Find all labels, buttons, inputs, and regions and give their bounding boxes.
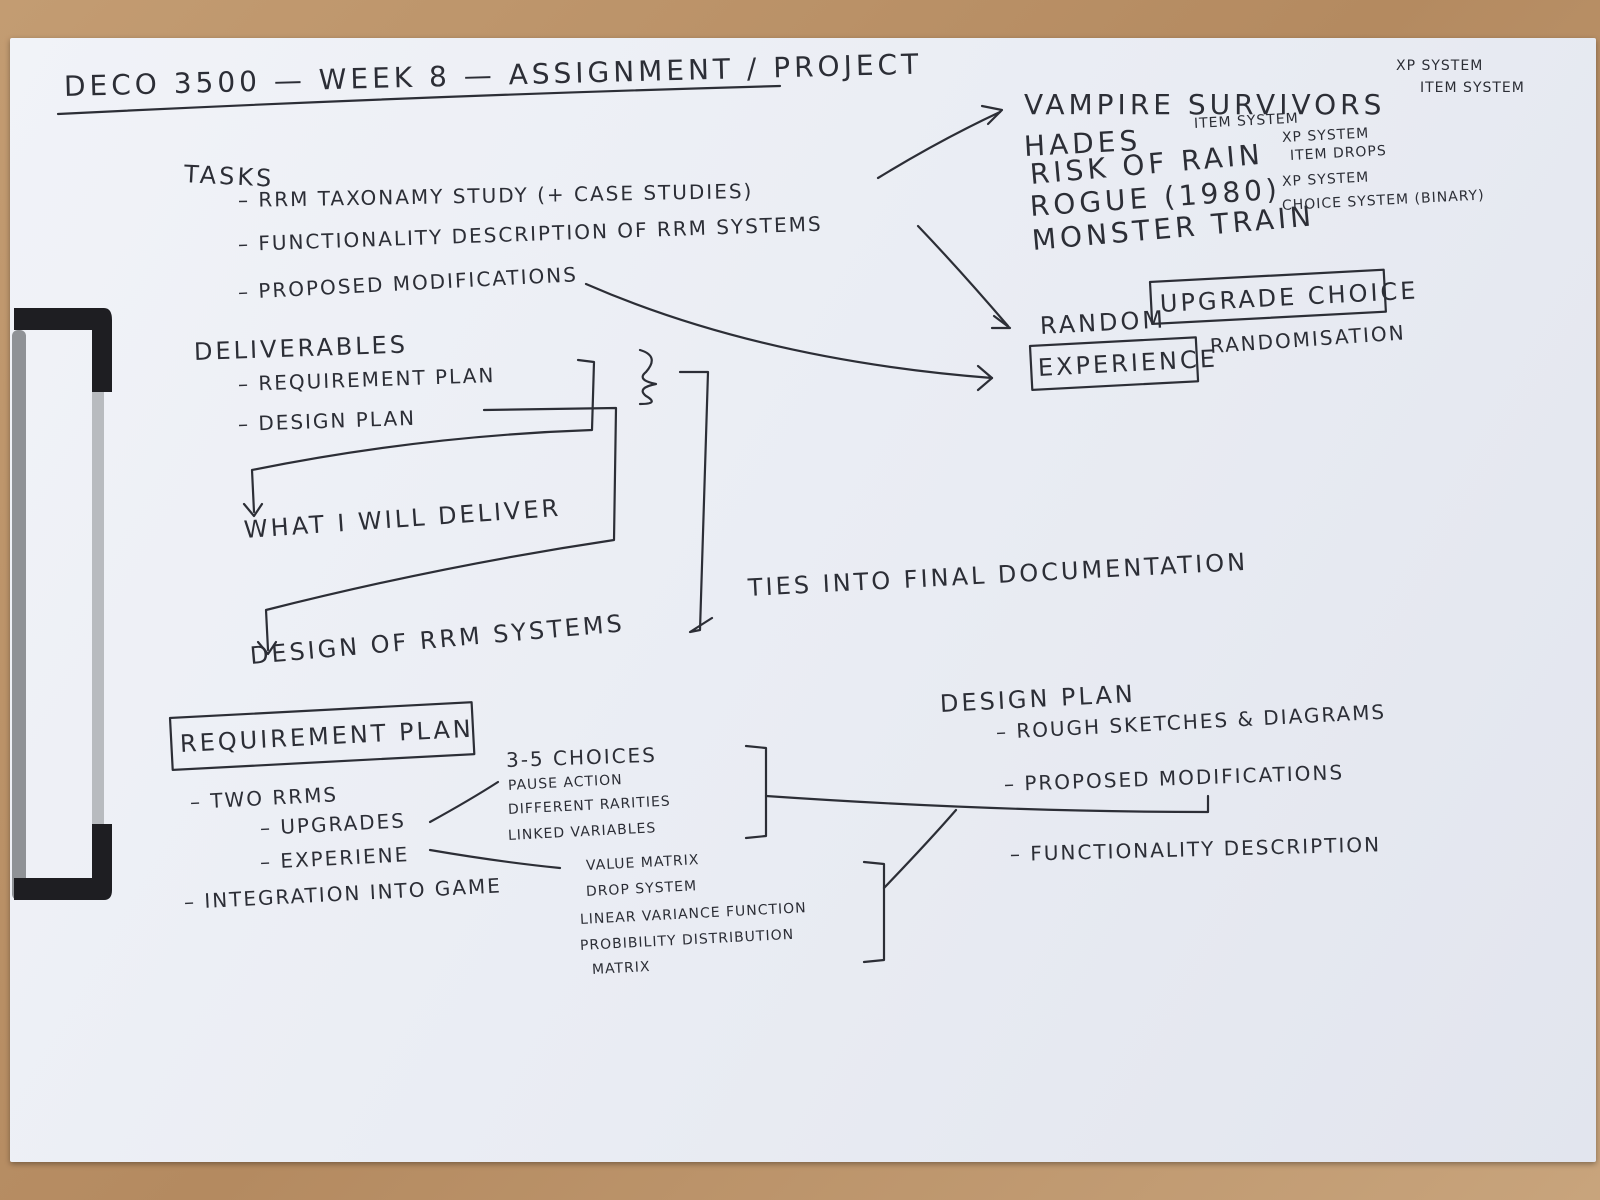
arrow-head-experience	[976, 364, 994, 392]
bracket-deliverables	[250, 358, 596, 514]
game-note: ITEM SYSTEM	[1420, 80, 1525, 96]
experience-box	[1028, 336, 1200, 392]
arrow-head-random	[990, 314, 1012, 330]
arrow-to-experience	[584, 282, 994, 380]
game-item: VAMPIRE SURVIVORS	[1024, 88, 1386, 121]
bracket-upgrade-notes	[744, 744, 768, 840]
game-note: XP SYSTEM	[1396, 58, 1484, 74]
upgrade-choice-box	[1148, 268, 1387, 326]
arrow-to-random	[916, 224, 1010, 328]
curly-brace	[638, 348, 658, 406]
arrow-head-games	[980, 104, 1004, 126]
arrow-head-design	[256, 640, 278, 656]
title-underline	[56, 84, 782, 116]
experience-connector	[428, 848, 562, 870]
paper-sheet	[10, 38, 1596, 1162]
bracket-design	[264, 406, 618, 652]
binder-clip	[12, 308, 112, 900]
arrow-head-deliver	[242, 502, 264, 518]
upgrades-connector	[428, 780, 500, 824]
arrow-to-games	[876, 110, 1002, 180]
bracket-ties	[678, 370, 714, 634]
experience-note: MATRIX	[591, 958, 651, 978]
requirement-plan-box	[168, 701, 476, 772]
bracket-experience-notes	[862, 860, 886, 964]
upgrade-to-design-line	[764, 794, 1210, 814]
experience-to-design-line	[882, 808, 958, 890]
